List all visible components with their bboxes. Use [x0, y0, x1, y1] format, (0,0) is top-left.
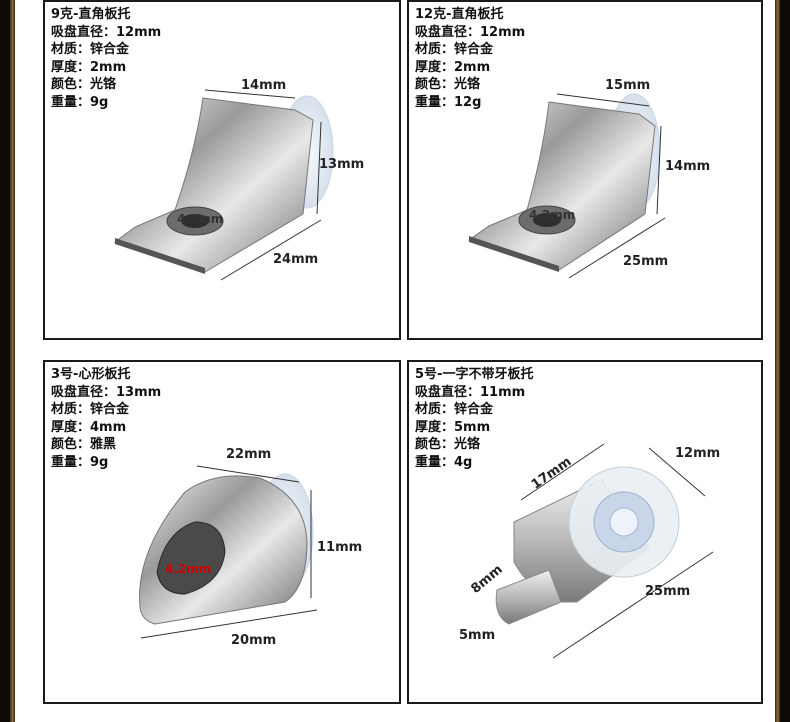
product-panel-1: 9克-直角板托 吸盘直径：12mm 材质：锌合金 厚度：2mm 颜色：光铬 重量… — [43, 0, 401, 340]
spec-weight: 重量：12g — [415, 94, 482, 110]
dim-pin-length: 5mm — [459, 628, 496, 643]
spec-weight: 重量：4g — [415, 454, 473, 470]
spec-material: 材质：锌合金 — [51, 402, 130, 417]
dim-bottom: 20mm — [231, 633, 277, 648]
dim-top: 15mm — [605, 78, 651, 93]
dim-top: 14mm — [241, 78, 287, 93]
dim-bottom: 25mm — [645, 584, 691, 599]
product-panel-2: 12克-直角板托 吸盘直径：12mm 材质：锌合金 厚度：2mm 颜色：光铬 重… — [407, 0, 763, 340]
spec-color: 颜色：光铬 — [51, 77, 117, 92]
spec-suction-diameter: 吸盘直径：11mm — [415, 384, 526, 400]
pin-bracket-image — [495, 443, 714, 659]
dim-bottom: 25mm — [623, 254, 669, 269]
spec-thickness: 厚度：5mm — [415, 419, 491, 435]
dim-bottom: 24mm — [273, 252, 319, 267]
spec-color: 颜色：雅黑 — [51, 437, 117, 452]
spec-suction-diameter: 吸盘直径：12mm — [51, 24, 162, 40]
spec-thickness: 厚度：2mm — [415, 59, 491, 75]
dim-right: 11mm — [317, 540, 363, 555]
spec-weight: 重量：9g — [51, 94, 109, 110]
bracket-image — [467, 93, 666, 279]
spec-thickness: 厚度：4mm — [51, 419, 127, 435]
spec-material: 材质：锌合金 — [415, 402, 494, 417]
page-frame: 9克-直角板托 吸盘直径：12mm 材质：锌合金 厚度：2mm 颜色：光铬 重量… — [14, 0, 776, 722]
dim-hole: 4.2mm — [165, 562, 212, 576]
spec-color: 颜色：光铬 — [415, 77, 481, 92]
spec-material: 材质：锌合金 — [415, 42, 494, 57]
product-title: 12克-直角板托 — [415, 7, 504, 22]
product-panel-4: 5号-一字不带牙板托 吸盘直径：11mm 材质：锌合金 厚度：5mm 颜色：光铬… — [407, 360, 763, 704]
product-title: 5号-一字不带牙板托 — [415, 367, 534, 382]
spec-list: 9克-直角板托 吸盘直径：12mm 材质：锌合金 厚度：2mm 颜色：光铬 重量… — [51, 6, 161, 111]
spec-color: 颜色：光铬 — [415, 437, 481, 452]
spec-list: 12克-直角板托 吸盘直径：12mm 材质：锌合金 厚度：2mm 颜色：光铬 重… — [415, 6, 525, 111]
frame-edge-left — [10, 0, 15, 722]
bracket-image — [113, 89, 334, 281]
dim-top: 12mm — [675, 446, 721, 461]
frame-edge-right — [775, 0, 780, 722]
dim-hole: 4.2mm — [177, 212, 224, 226]
dim-hole: 4.2mm — [529, 208, 576, 222]
spec-suction-diameter: 吸盘直径：12mm — [415, 24, 526, 40]
product-panel-3: 3号-心形板托 吸盘直径：13mm 材质：锌合金 厚度：4mm 颜色：雅黑 重量… — [43, 360, 401, 704]
heart-bracket-image — [139, 465, 318, 639]
spec-weight: 重量：9g — [51, 454, 109, 470]
dim-top: 22mm — [226, 447, 272, 462]
product-title: 3号-心形板托 — [51, 367, 131, 382]
dim-right: 13mm — [319, 157, 365, 172]
spec-list: 3号-心形板托 吸盘直径：13mm 材质：锌合金 厚度：4mm 颜色：雅黑 重量… — [51, 366, 161, 471]
spec-suction-diameter: 吸盘直径：13mm — [51, 384, 162, 400]
spec-thickness: 厚度：2mm — [51, 59, 127, 75]
product-title: 9克-直角板托 — [51, 7, 131, 22]
spec-list: 5号-一字不带牙板托 吸盘直径：11mm 材质：锌合金 厚度：5mm 颜色：光铬… — [415, 366, 533, 471]
spec-material: 材质：锌合金 — [51, 42, 130, 57]
dim-right: 14mm — [665, 159, 711, 174]
